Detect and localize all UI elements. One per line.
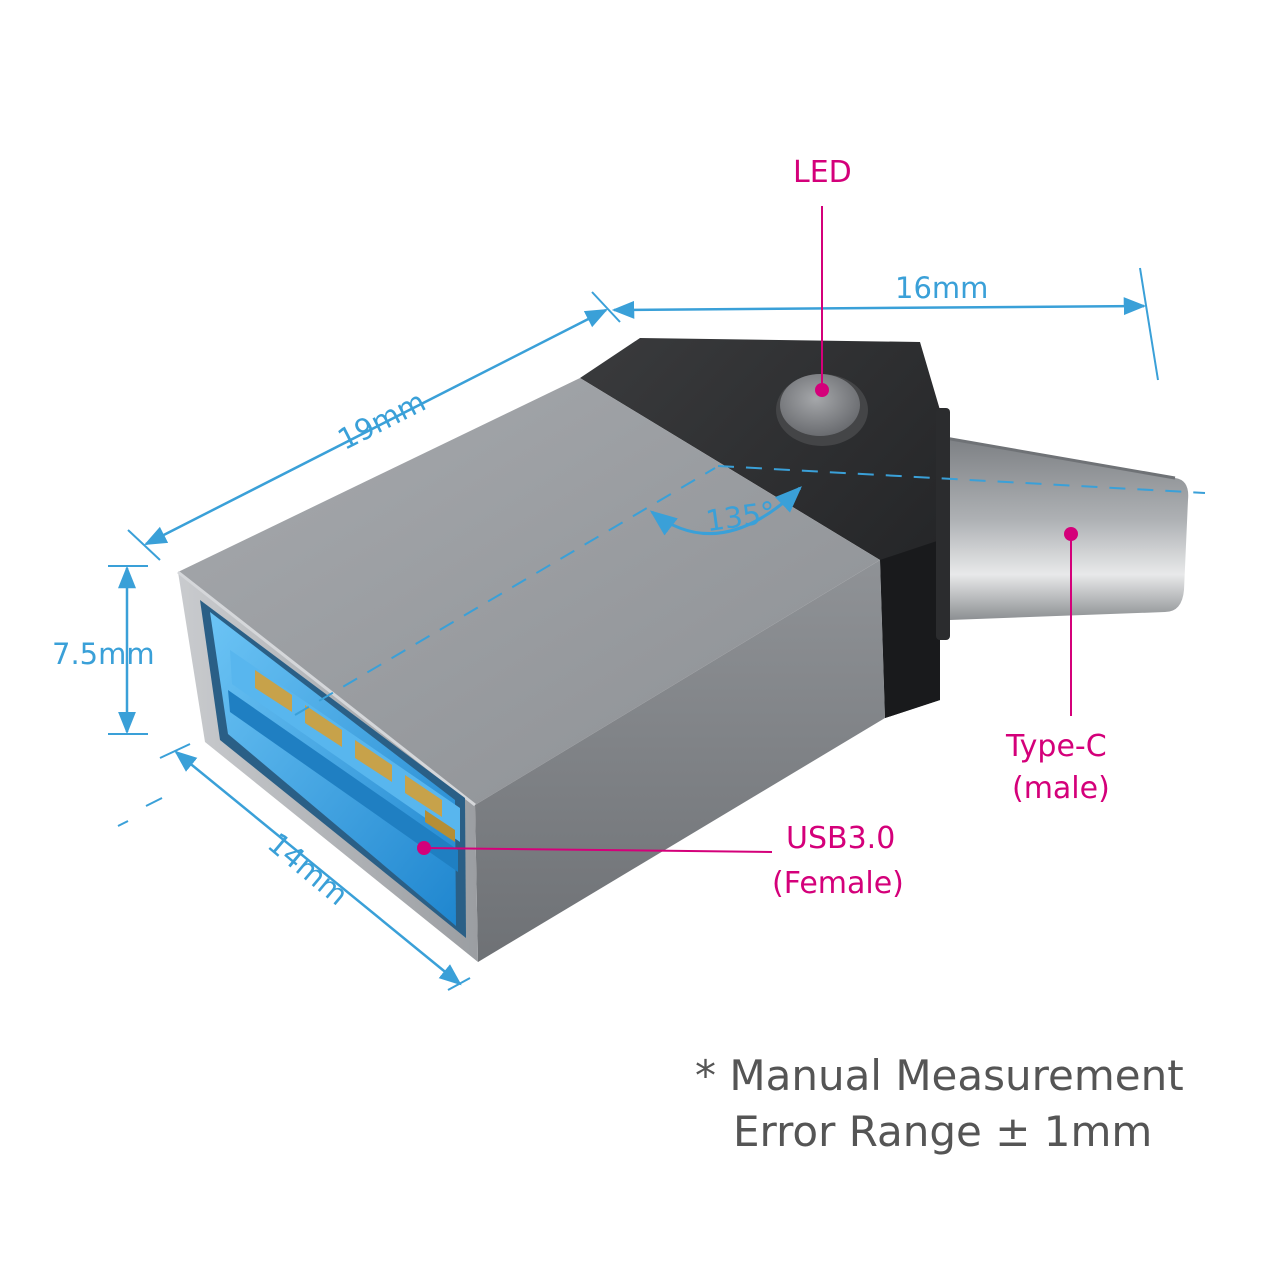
callout-led: LED	[793, 155, 852, 397]
type-c-label-line1: Type-C	[1005, 729, 1107, 764]
length-label: 19mm	[332, 384, 431, 457]
center-lines	[294, 465, 1206, 716]
usb-label-line2: (Female)	[772, 866, 904, 901]
callout-usb: USB3.0 (Female)	[417, 821, 904, 901]
led-indicator	[776, 374, 868, 446]
usb-label-line1: USB3.0	[786, 821, 895, 856]
height-label: 7.5mm	[52, 637, 155, 671]
led-label: LED	[793, 155, 852, 190]
measurement-note: * Manual Measurement Error Range ± 1mm	[695, 1048, 1184, 1160]
dimension-height: 7.5mm	[52, 565, 155, 735]
callout-type-c: Type-C (male)	[1005, 527, 1110, 806]
note-line-2: Error Range ± 1mm	[733, 1107, 1153, 1156]
note-line-1: * Manual Measurement	[695, 1051, 1184, 1100]
dimension-plug-length: 16mm	[611, 267, 1159, 381]
type-c-label-line2: (male)	[1012, 771, 1110, 806]
plug-length-label: 16mm	[895, 271, 988, 305]
